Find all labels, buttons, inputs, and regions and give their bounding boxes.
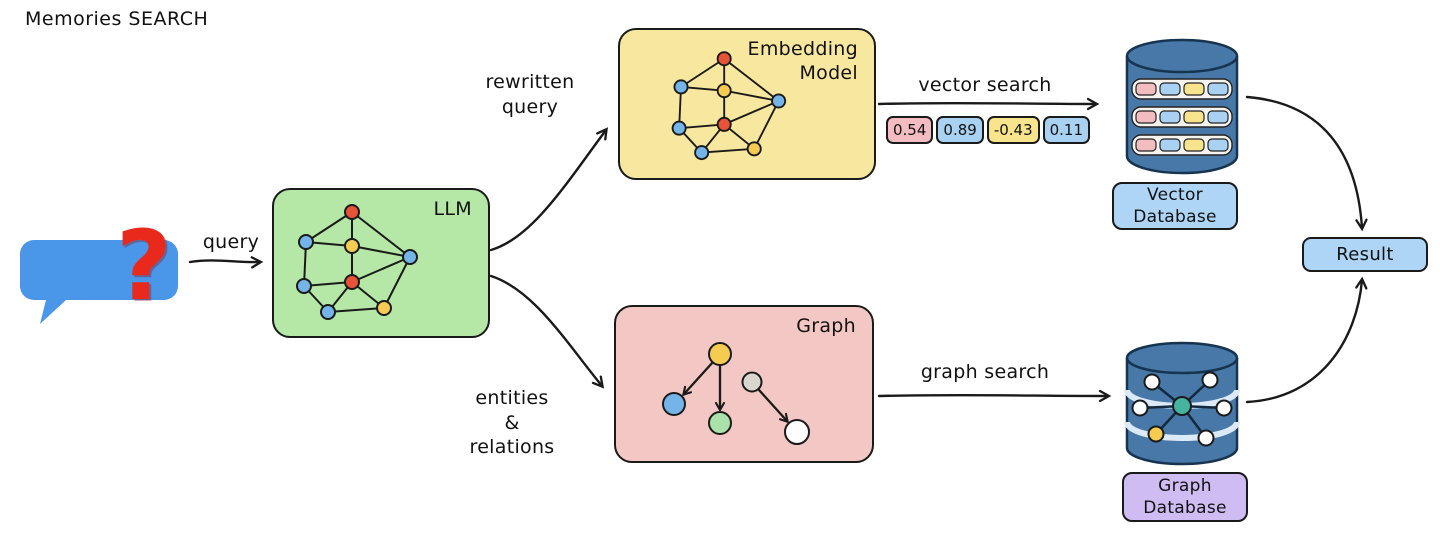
embedding-model-node: Embedding Model — [618, 28, 876, 180]
rewritten-query-label: rewritten query — [485, 71, 575, 118]
vector-value-chip: 0.89 — [936, 116, 984, 144]
vector-db-row — [1131, 106, 1233, 128]
vector-database-tag: Vector Database — [1112, 182, 1238, 230]
query-speech-bubble-icon — [20, 240, 178, 324]
vector-db-row — [1131, 78, 1233, 100]
vector-value-chip: -0.43 — [986, 116, 1040, 144]
result-tag: Result — [1302, 237, 1428, 272]
arrow-entities-relations — [489, 274, 605, 389]
entities-relations-label: entities & relations — [469, 387, 555, 459]
vector-db-row — [1131, 134, 1233, 156]
graph-search-label: graph search — [920, 361, 1050, 383]
question-mark: ? — [116, 210, 172, 322]
graph-node: Graph — [614, 305, 874, 463]
entity-graph-icon — [662, 342, 810, 445]
graph-database-tag: Graph Database — [1122, 472, 1248, 522]
llm-node: LLM — [272, 188, 490, 338]
arrow-rewritten-query — [489, 127, 609, 252]
llm-label: LLM — [433, 198, 472, 220]
arrow-graph-db-to-result — [1245, 276, 1368, 404]
vector-search-label: vector search — [918, 74, 1052, 96]
vector-value-chip: 0.54 — [886, 116, 934, 144]
arrow-graph-search — [877, 389, 1112, 403]
vector-values: 0.54 0.89 -0.43 0.11 — [886, 116, 1091, 144]
vector-database-icon — [1125, 38, 1239, 175]
graph-db-network — [1131, 371, 1233, 447]
arrow-vector-search — [877, 97, 1100, 111]
embedding-network-icon — [671, 51, 787, 161]
graph-database-icon — [1124, 341, 1240, 466]
diagram-title: Memories SEARCH — [25, 8, 209, 30]
neural-network-icon — [296, 204, 418, 320]
graph-label: Graph — [796, 315, 856, 337]
embedding-model-label: Embedding Model — [747, 38, 858, 84]
vector-value-chip: 0.11 — [1042, 116, 1091, 144]
query-label: query — [202, 231, 260, 253]
arrow-query — [188, 256, 264, 269]
arrow-vector-db-to-result — [1245, 95, 1368, 232]
